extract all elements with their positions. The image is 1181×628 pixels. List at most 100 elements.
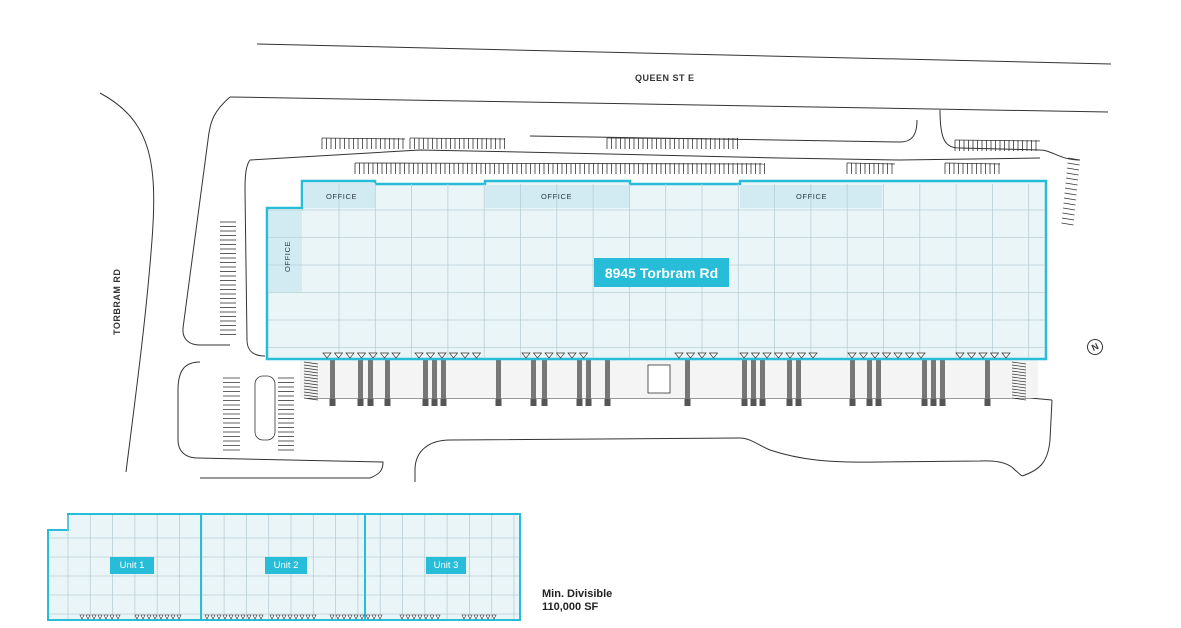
dock-door (955, 352, 965, 359)
truck-cab (585, 399, 592, 406)
stall (1062, 212, 1075, 216)
dock-door (368, 352, 378, 359)
truck-cab (541, 399, 548, 406)
ramp-line (1011, 370, 1027, 374)
trailer (531, 360, 536, 402)
dock-door (405, 614, 411, 620)
dock-door (904, 352, 915, 359)
truck-cab (875, 399, 882, 406)
truck-cab (431, 399, 438, 406)
dock-door (322, 352, 332, 359)
stall (1063, 197, 1077, 201)
dock-door (158, 614, 164, 620)
office-label-1: OFFICE (326, 192, 358, 201)
dock-door (425, 352, 436, 359)
dock-door (796, 352, 807, 359)
stall (1063, 202, 1076, 206)
dock-door (870, 352, 880, 359)
trailer (742, 360, 747, 402)
truck-cab (866, 399, 873, 406)
office-label-2: OFFICE (541, 192, 573, 201)
stall-row-edge (606, 137, 739, 140)
trailer (940, 360, 945, 402)
dock-door (532, 352, 543, 359)
dock-door (417, 614, 423, 620)
dock-door (228, 614, 234, 620)
truck-cab (357, 399, 364, 406)
dock-door (299, 614, 305, 620)
dock-door (893, 352, 903, 359)
truck-cab (440, 399, 447, 406)
stall (1061, 217, 1075, 221)
loading-pad (647, 364, 671, 394)
stall (1067, 162, 1080, 166)
dock-door (808, 352, 818, 359)
ramp-line (303, 391, 319, 395)
truck-cab (984, 399, 991, 406)
dock-door (578, 352, 589, 359)
dock-door (479, 614, 485, 620)
dock-door (966, 352, 977, 359)
dock-door (170, 614, 176, 620)
truck-cab (750, 399, 757, 406)
stall-row-edge (321, 137, 406, 140)
trailer (751, 360, 756, 402)
trailer (368, 360, 373, 402)
trailer (796, 360, 801, 402)
dock-door (210, 614, 216, 620)
office-area-4 (269, 209, 302, 292)
dock-door (333, 352, 344, 359)
dock-door (365, 614, 371, 620)
dock-door (356, 352, 367, 359)
dock-door (435, 614, 441, 620)
dock-door (773, 352, 784, 359)
dock-door (989, 352, 1000, 359)
stall-row-edge (944, 162, 1001, 165)
trailer (605, 360, 610, 402)
stall (1067, 157, 1081, 161)
min-divisible-title: Min. Divisible (542, 588, 613, 600)
dock-door (335, 614, 341, 620)
dock-door (377, 614, 383, 620)
stall (1064, 192, 1077, 196)
dock-door (134, 614, 140, 620)
dock-door (234, 614, 240, 620)
dock-door (115, 614, 121, 620)
dock-door (858, 352, 869, 359)
ramp-line (1011, 382, 1027, 386)
office-area-2 (485, 185, 630, 208)
stall (1061, 222, 1074, 226)
dock-door (399, 614, 405, 620)
trailer (496, 360, 501, 402)
dock-door (847, 352, 857, 359)
ramp-line (303, 367, 319, 371)
trailer (985, 360, 990, 402)
stall-row-edge (354, 162, 766, 165)
office-label-4: OFFICE (283, 240, 292, 272)
dock-door (252, 614, 258, 620)
dock-door (461, 614, 467, 620)
ramp-line (303, 388, 319, 392)
stall (1062, 207, 1076, 211)
trailer (787, 360, 792, 402)
ramp-line (1011, 376, 1027, 380)
ramp-line (303, 370, 319, 374)
stall (1065, 182, 1078, 186)
queen-street-road (256, 43, 1112, 65)
truck-cab (939, 399, 946, 406)
dock-door (140, 614, 146, 620)
unit-2-badge: Unit 2 (265, 557, 307, 574)
min-divisible-area: 110,000 SF (542, 601, 599, 613)
dock-door (164, 614, 170, 620)
truck-cab (741, 399, 748, 406)
dock-door (685, 352, 696, 359)
dock-door (978, 352, 988, 359)
dock-door (448, 352, 459, 359)
ramp-hatching (303, 361, 1027, 401)
ramp-line (1011, 388, 1027, 392)
stall-row-edge (954, 139, 1041, 142)
trailer (330, 360, 335, 402)
dock-door (347, 614, 353, 620)
dock-door (674, 352, 684, 359)
